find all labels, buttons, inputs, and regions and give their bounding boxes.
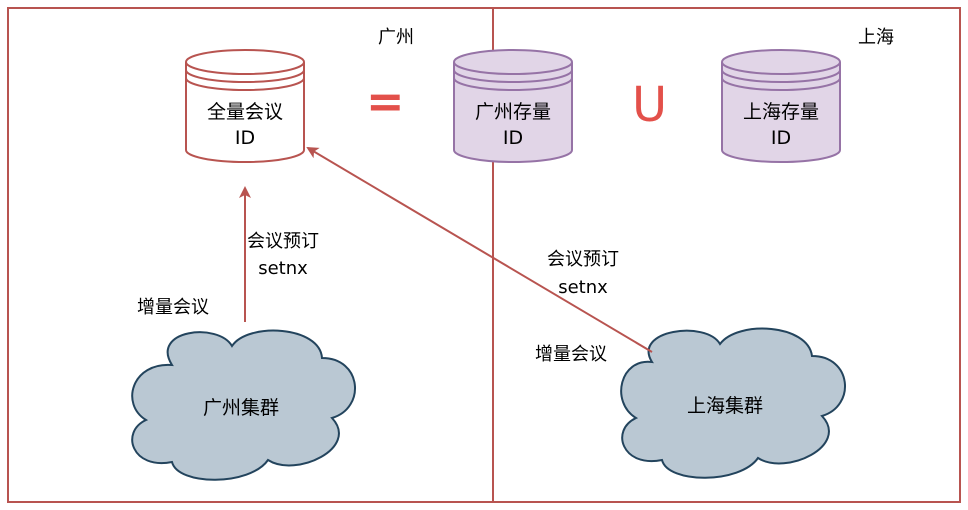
edge-left-label-setnx: setnx [258, 258, 308, 279]
edge-left-label-booking: 会议预订 [247, 231, 319, 252]
operator-union: U [632, 77, 668, 133]
edge-left-label-incremental: 增量会议 [137, 297, 209, 318]
database-guangzhou-stock-line2: ID [502, 127, 524, 149]
database-guangzhou-stock [453, 49, 573, 163]
database-guangzhou-stock-label: 广州存量 ID [454, 99, 572, 151]
region-label-shanghai: 上海 [858, 27, 894, 48]
arrow-shanghai-to-full [306, 146, 653, 353]
edge-right-label-booking: 会议预订 [547, 249, 619, 270]
database-full-line2: ID [234, 127, 256, 149]
edge-right-label-setnx: setnx [558, 277, 608, 298]
region-frame [7, 7, 961, 503]
cloud-shanghai-cluster [620, 327, 846, 479]
database-full-line1: 全量会议 [206, 101, 283, 123]
cluster-label-guangzhou: 广州集群 [202, 397, 279, 419]
database-full-label: 全量会议 ID [186, 99, 304, 151]
database-full-id [185, 49, 305, 163]
database-shanghai-stock [721, 49, 841, 163]
database-guangzhou-stock-line1: 广州存量 [474, 101, 551, 123]
cloud-guangzhou-cluster [131, 329, 356, 481]
database-shanghai-stock-line2: ID [770, 127, 792, 149]
database-shanghai-stock-line1: 上海存量 [742, 101, 819, 123]
cluster-label-shanghai: 上海集群 [686, 395, 763, 417]
region-label-guangzhou: 广州 [378, 27, 414, 48]
edge-right-label-incremental: 增量会议 [535, 344, 607, 365]
operator-equals: = [366, 74, 405, 128]
database-shanghai-stock-label: 上海存量 ID [722, 99, 840, 151]
